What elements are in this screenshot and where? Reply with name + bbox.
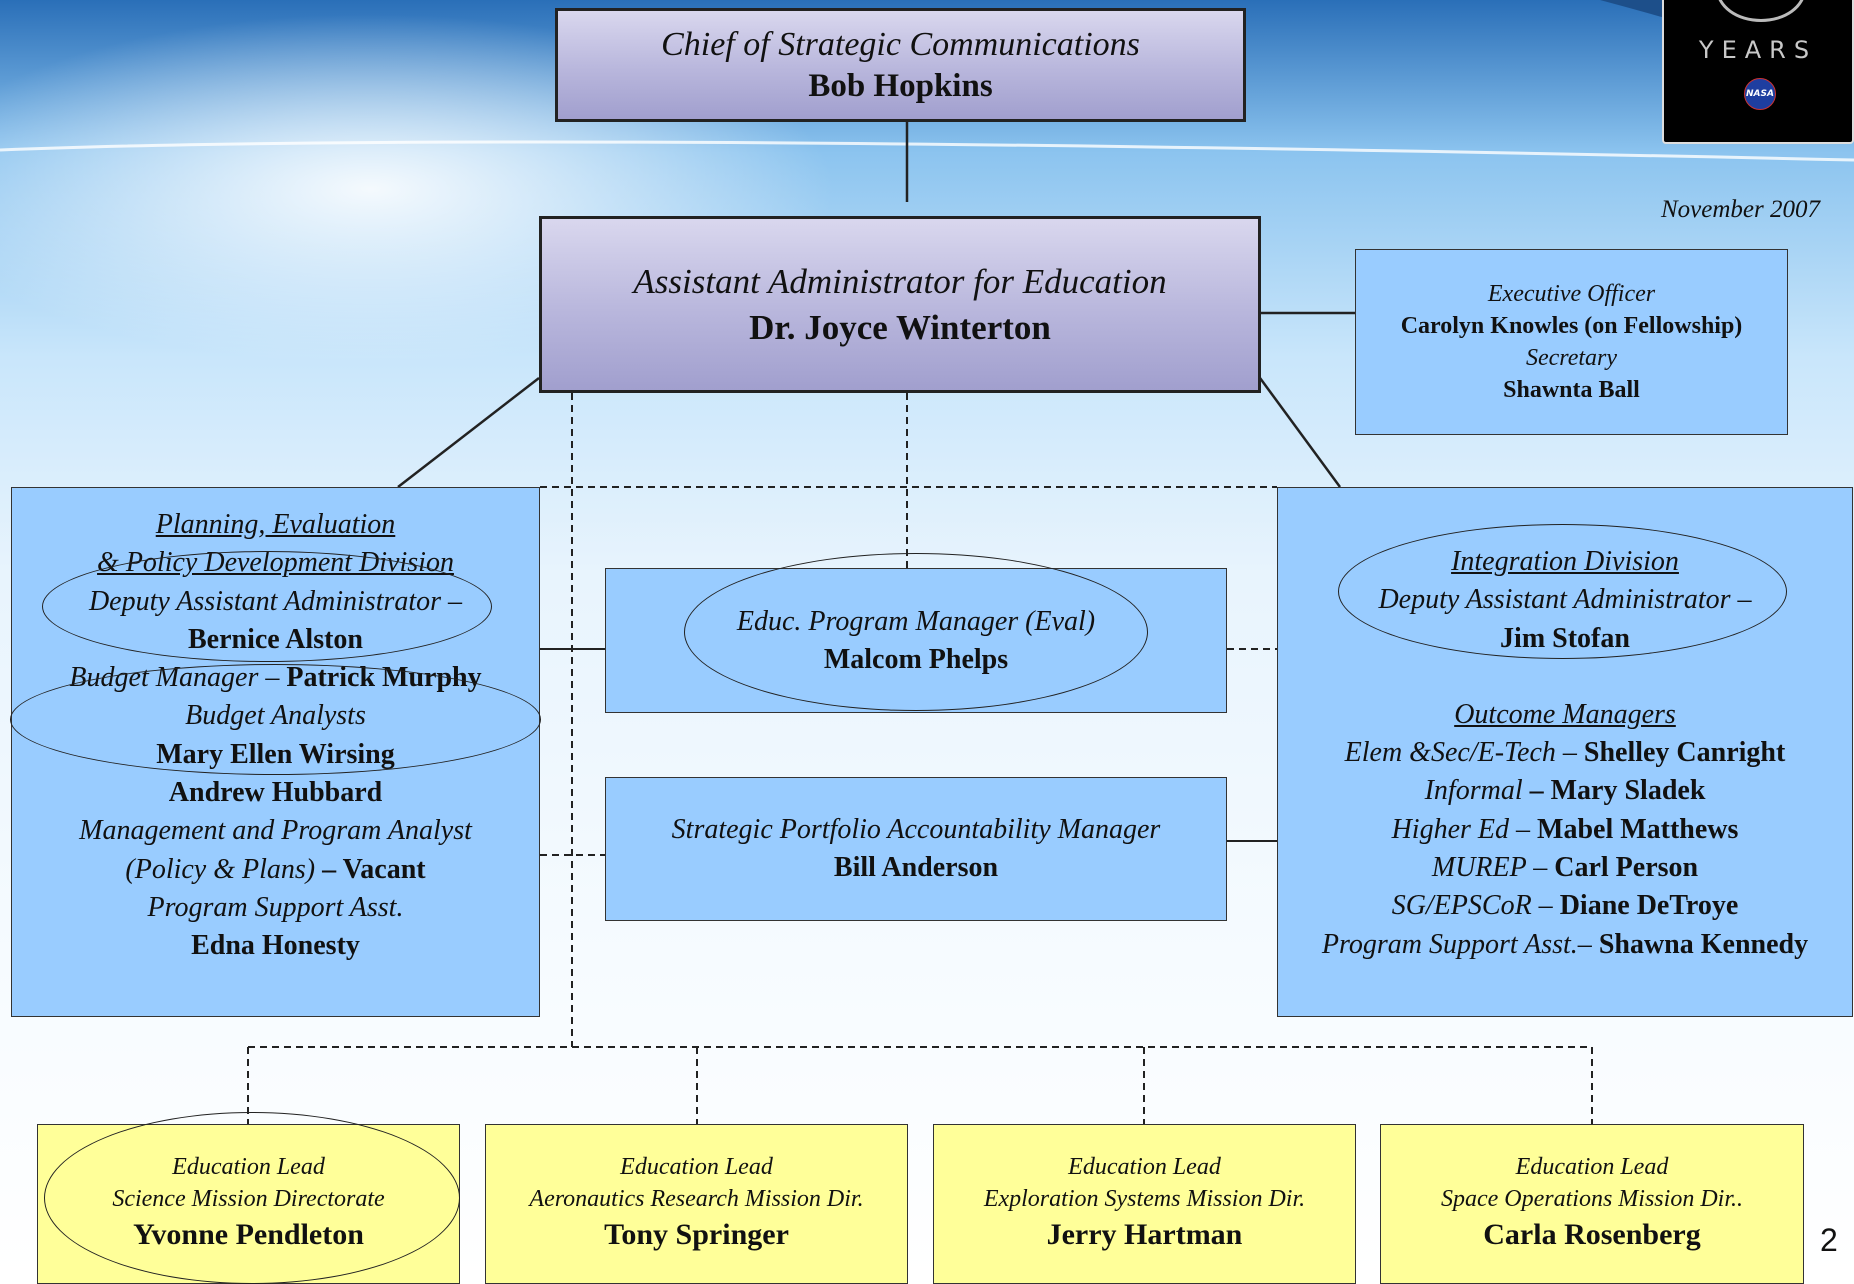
logo-years-text: YEARS xyxy=(1698,36,1818,64)
budget-manager-name: Patrick Murphy xyxy=(286,662,482,694)
integration-deputy-name: Jim Stofan xyxy=(1500,622,1630,654)
exec-name: Carolyn Knowles (on Fellowship) xyxy=(1400,313,1743,339)
integration-division-name: Integration Division xyxy=(1451,546,1679,577)
lead-directorate: Aeronautics Research Mission Dir. xyxy=(529,1186,864,1212)
chief-name: Bob Hopkins xyxy=(808,67,993,104)
mpa-row: (Policy & Plans) – Vacant xyxy=(125,851,425,889)
planning-division-name: Planning, Evaluation xyxy=(155,509,396,540)
lead-title: Education Lead xyxy=(172,1154,325,1180)
outcome-name: Diane DeTroye xyxy=(1559,890,1739,922)
chief-title: Chief of Strategic Communications xyxy=(661,25,1140,63)
portfolio-title: Strategic Portfolio Accountability Manag… xyxy=(671,814,1161,845)
psa-title: Program Support Asst. xyxy=(147,891,404,923)
outcome-manager-row: SG/EPSCoR – Diane DeTroye xyxy=(1392,887,1739,925)
budget-analysts-title: Budget Analysts xyxy=(185,700,366,732)
outcome-role: Program Support Asst.– xyxy=(1321,928,1599,960)
eval-manager-box: Educ. Program Manager (Eval) Malcom Phel… xyxy=(605,568,1227,713)
planning-division-name-2: & Policy Development Division xyxy=(97,547,454,579)
outcome-manager-row: MUREP – Carl Person xyxy=(1432,849,1698,887)
lead-title: Education Lead xyxy=(1068,1154,1221,1180)
lead-name: Tony Springer xyxy=(604,1218,789,1251)
date-label: November 2007 xyxy=(1661,196,1820,223)
outcome-role: Informal xyxy=(1424,775,1523,807)
lead-name: Yvonne Pendleton xyxy=(133,1218,364,1251)
outcome-name: Shawna Kennedy xyxy=(1598,928,1809,960)
education-lead-box-aeronautics: Education Lead Aeronautics Research Miss… xyxy=(485,1124,908,1284)
mpa-title: Management and Program Analyst xyxy=(79,815,472,847)
budget-analyst-name: Andrew Hubbard xyxy=(168,777,383,809)
lead-title: Education Lead xyxy=(1515,1154,1669,1180)
planning-deputy-name: Bernice Alston xyxy=(188,623,363,655)
mpa-name: – Vacant xyxy=(315,853,426,885)
outcome-role: SG/EPSCoR – xyxy=(1391,890,1560,922)
outcome-name: – Mary Sladek xyxy=(1522,775,1706,807)
lead-directorate: Space Operations Mission Dir.. xyxy=(1441,1186,1743,1212)
ring-graphic xyxy=(1716,0,1806,22)
budget-manager-title: Budget Manager – xyxy=(69,662,287,694)
outcome-name: Carl Person xyxy=(1554,852,1699,884)
lead-name: Carla Rosenberg xyxy=(1483,1218,1701,1251)
secretary-title: Secretary xyxy=(1525,345,1618,371)
integration-division-box: Integration Division Deputy Assistant Ad… xyxy=(1277,487,1853,1017)
outcome-managers-heading: Outcome Managers xyxy=(1454,698,1676,730)
page-number: 2 xyxy=(1820,1222,1838,1258)
lead-directorate: Exploration Systems Mission Dir. xyxy=(983,1186,1306,1212)
lead-title: Education Lead xyxy=(620,1154,773,1180)
education-lead-box-space-operations: Education Lead Space Operations Mission … xyxy=(1380,1124,1804,1284)
assistant-administrator-box: Assistant Administrator for Education Dr… xyxy=(539,216,1261,393)
outcome-manager-row: Program Support Asst.– Shawna Kennedy xyxy=(1322,926,1808,964)
lead-directorate: Science Mission Directorate xyxy=(112,1186,385,1212)
portfolio-name: Bill Anderson xyxy=(833,852,999,883)
planning-deputy-title: Deputy Assistant Administrator – xyxy=(88,585,463,617)
outcome-manager-row: Elem &Sec/E-Tech – Shelley Canright xyxy=(1345,734,1786,772)
outcome-manager-row: Higher Ed – Mabel Matthews xyxy=(1392,811,1739,849)
eval-title: Educ. Program Manager (Eval) xyxy=(736,605,1096,637)
integration-deputy-title: Deputy Assistant Administrator – xyxy=(1378,584,1752,616)
chief-box: Chief of Strategic Communications Bob Ho… xyxy=(555,8,1246,122)
education-lead-box-science: Education Lead Science Mission Directora… xyxy=(37,1124,460,1284)
outcome-role: MUREP – xyxy=(1431,852,1555,884)
planning-division-box: Planning, Evaluation & Policy Developmen… xyxy=(11,487,540,1017)
secretary-name: Shawnta Ball xyxy=(1503,377,1640,403)
outcome-manager-row: Informal – Mary Sladek xyxy=(1425,772,1706,810)
budget-manager-row: Budget Manager – Patrick Murphy xyxy=(69,659,481,697)
outcome-name: Shelley Canright xyxy=(1583,737,1786,769)
mpa-title-2: (Policy & Plans) xyxy=(125,853,316,885)
portfolio-manager-box: Strategic Portfolio Accountability Manag… xyxy=(605,777,1227,921)
outcome-role: Elem &Sec/E-Tech – xyxy=(1344,737,1584,769)
budget-analyst-name: Mary Ellen Wirsing xyxy=(156,738,395,770)
exec-title: Executive Officer xyxy=(1487,281,1656,307)
aa-name: Dr. Joyce Winterton xyxy=(749,307,1051,347)
nasa-50-years-logo: YEARS NASA xyxy=(1662,0,1854,144)
psa-name: Edna Honesty xyxy=(191,930,360,962)
education-lead-box-exploration: Education Lead Exploration Systems Missi… xyxy=(933,1124,1356,1284)
nasa-meatball-icon: NASA xyxy=(1744,78,1776,110)
aa-title: Assistant Administrator for Education xyxy=(633,261,1167,301)
outcome-name: Mabel Matthews xyxy=(1537,813,1739,845)
eval-name: Malcom Phelps xyxy=(823,643,1009,675)
executive-officer-box: Executive Officer Carolyn Knowles (on Fe… xyxy=(1355,249,1788,435)
outcome-role: Higher Ed – xyxy=(1391,813,1538,845)
lead-name: Jerry Hartman xyxy=(1046,1218,1243,1251)
